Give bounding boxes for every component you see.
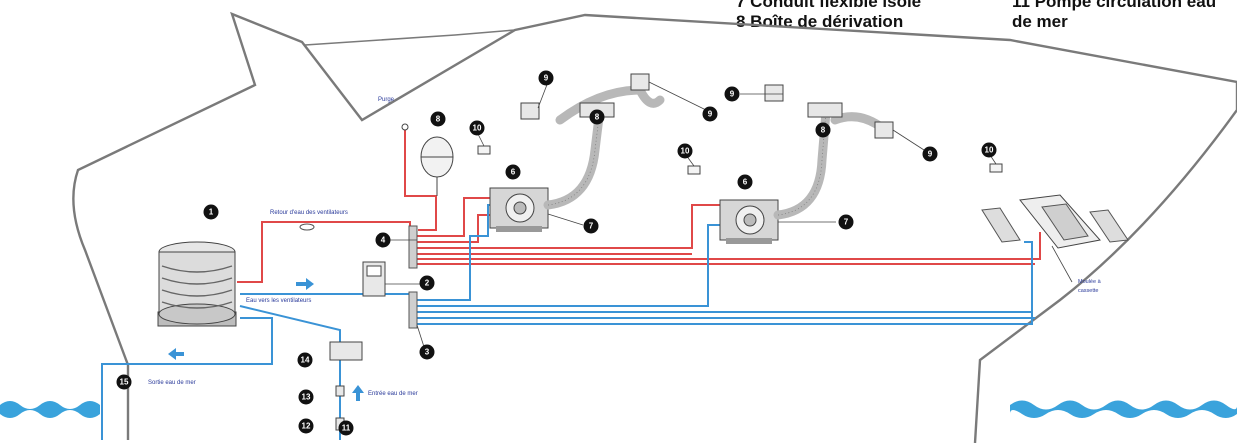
label-entree: Entrée eau de mer <box>368 391 418 397</box>
fan-coil-unit-2 <box>720 200 778 244</box>
svg-text:14: 14 <box>301 356 310 365</box>
callout-9b: 9 <box>703 107 718 122</box>
callout-15: 15 <box>117 375 132 390</box>
callout-10c: 10 <box>982 143 997 158</box>
hull-cabin-line <box>305 30 515 45</box>
sea-wave-right <box>1010 401 1237 419</box>
callout-9c: 9 <box>725 87 740 102</box>
label-sortie: Sortie eau de mer <box>148 380 196 386</box>
callout-2: 2 <box>420 276 435 291</box>
label-grille-2: cassette <box>1078 288 1098 294</box>
svg-text:6: 6 <box>511 168 516 177</box>
label-purge: Purge <box>378 97 395 103</box>
seawater-pump-assembly <box>330 342 362 430</box>
svg-text:8: 8 <box>595 113 600 122</box>
sea-wave-left <box>0 401 100 418</box>
svg-text:7: 7 <box>589 222 594 231</box>
svg-text:9: 9 <box>928 150 933 159</box>
callout-12: 12 <box>299 419 314 434</box>
callout-9d: 9 <box>923 147 938 162</box>
svg-text:10: 10 <box>985 146 994 155</box>
callout-6a: 6 <box>506 165 521 180</box>
manifold-blue <box>409 292 417 328</box>
fan-coil-unit-1 <box>490 188 548 232</box>
label-grille-leader <box>1052 246 1072 282</box>
manifold-red <box>409 226 417 268</box>
callout-13: 13 <box>299 390 314 405</box>
blue-pipes <box>102 205 1035 440</box>
svg-text:8: 8 <box>821 126 826 135</box>
expansion-tank <box>421 137 453 196</box>
svg-text:2: 2 <box>425 279 430 288</box>
svg-text:12: 12 <box>302 422 311 431</box>
callout-11: 11 <box>339 421 354 436</box>
svg-text:10: 10 <box>473 124 482 133</box>
cassette-unit <box>982 195 1128 248</box>
callout-8a: 8 <box>590 110 605 125</box>
svg-text:9: 9 <box>544 74 549 83</box>
svg-text:11: 11 <box>342 424 351 433</box>
svg-text:13: 13 <box>302 393 311 402</box>
red-pipes <box>237 130 1040 282</box>
junction-box-2 <box>808 103 842 117</box>
thermostats <box>478 146 1002 174</box>
svg-text:6: 6 <box>743 178 748 187</box>
label-grille-1: Moulée à <box>1078 279 1102 285</box>
callout-7a: 7 <box>584 219 599 234</box>
callout-10a: 10 <box>470 121 485 136</box>
callout-10b: 10 <box>678 144 693 159</box>
svg-text:10: 10 <box>681 147 690 156</box>
svg-text:1: 1 <box>209 208 214 217</box>
callout-6b: 6 <box>738 175 753 190</box>
callout-8c: 8 <box>431 112 446 127</box>
svg-text:9: 9 <box>730 90 735 99</box>
callout-14: 14 <box>298 353 313 368</box>
label-eau-vers: Eau vers les ventilateurs <box>246 298 311 304</box>
svg-text:3: 3 <box>425 348 430 357</box>
svg-text:9: 9 <box>708 110 713 119</box>
callout-1: 1 <box>204 205 219 220</box>
callout-4: 4 <box>376 233 391 248</box>
chiller-unit <box>158 242 236 326</box>
svg-text:4: 4 <box>381 236 386 245</box>
svg-text:7: 7 <box>844 218 849 227</box>
callout-3: 3 <box>420 345 435 360</box>
label-retour: Retour d'eau des ventilateurs <box>270 210 348 216</box>
callout-7b: 7 <box>839 215 854 230</box>
callout-8b: 8 <box>816 123 831 138</box>
svg-text:15: 15 <box>120 378 129 387</box>
purge-valve <box>402 124 408 130</box>
svg-text:8: 8 <box>436 115 441 124</box>
circulation-pump <box>363 262 385 296</box>
callout-9a: 9 <box>539 71 554 86</box>
